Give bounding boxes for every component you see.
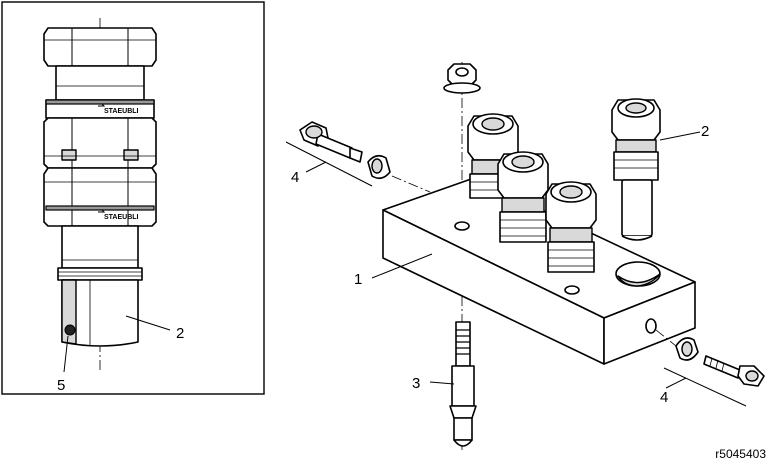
detail-top-hex-nut — [43, 27, 157, 67]
figure-reference: r5045403 — [715, 447, 766, 461]
detail-middle-hex — [43, 117, 157, 169]
coupling-front — [545, 181, 597, 273]
brand-mark-lower: STAEUBLI — [104, 214, 139, 221]
detail-ribbed-ring — [57, 267, 143, 281]
callout-stud: 3 — [412, 375, 420, 392]
callout-manifold-block: 1 — [354, 271, 362, 288]
callout-coupling: 2 — [701, 123, 709, 140]
spacer-upper — [367, 154, 391, 180]
flange-nut — [443, 63, 481, 94]
threaded-stud — [449, 321, 477, 447]
manifold-block — [382, 177, 696, 365]
o-ring-seal — [64, 324, 76, 336]
callout-detail-part: 2 — [176, 325, 184, 342]
detail-plug-nose — [61, 279, 139, 347]
brand-mark-upper: STAEUBLI — [104, 108, 139, 115]
detail-view-coupling: STAEUBLI STAEUBLI — [1, 1, 265, 395]
spacer-lower — [675, 337, 699, 361]
detail-lower-body: STAEUBLI — [43, 167, 157, 227]
coupling-loose — [611, 98, 661, 241]
detail-collar-band-upper: STAEUBLI — [45, 99, 155, 119]
callout-bolt-lower: 4 — [660, 389, 668, 406]
coupling-middle — [497, 151, 549, 243]
callout-bolt-upper: 4 — [291, 169, 299, 186]
shoulder-bolt-lower — [703, 355, 765, 387]
shoulder-bolt-upper — [299, 121, 363, 163]
callout-o-ring: 5 — [57, 377, 65, 394]
